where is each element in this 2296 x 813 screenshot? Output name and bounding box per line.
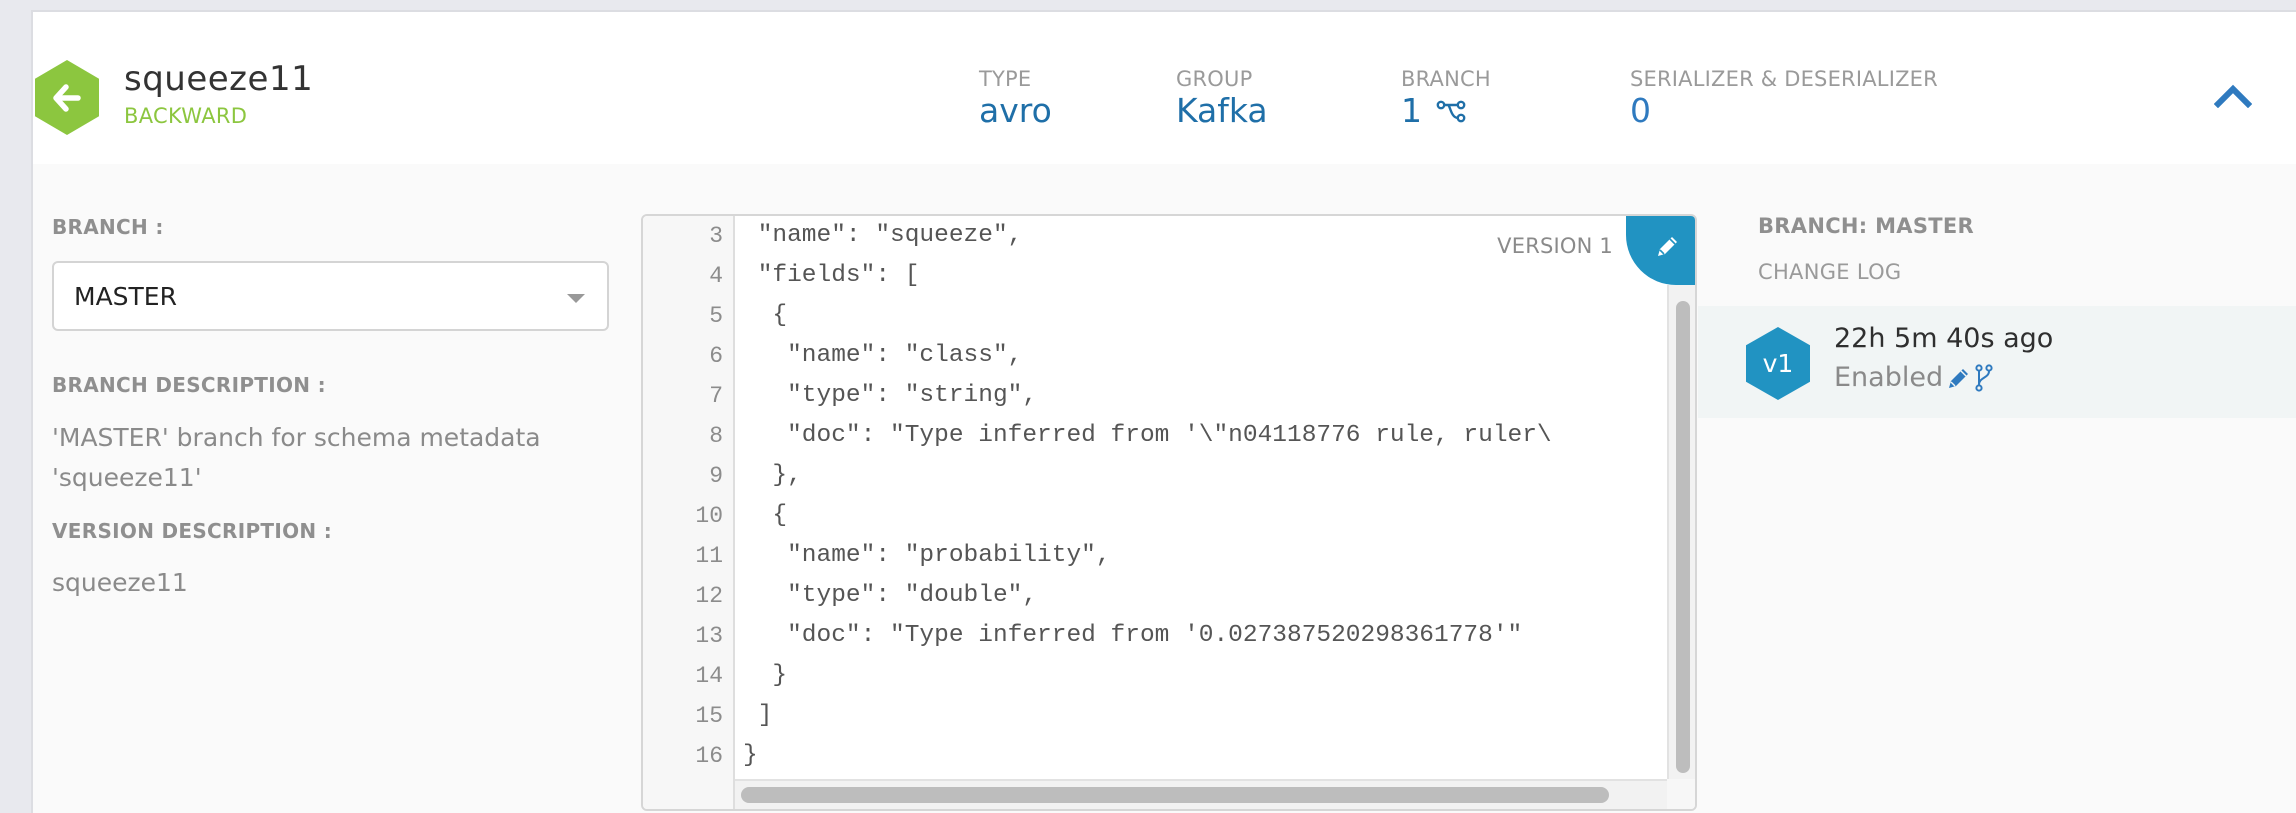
line-number: 7 [709,383,723,409]
stat-type: TYPE avro [979,67,1052,130]
code-line[interactable]: } [743,742,758,769]
line-number: 16 [695,743,723,769]
vertical-scrollbar[interactable] [1667,285,1695,779]
changelog-status: Enabled [1834,362,1944,393]
code-line[interactable]: } [743,662,788,689]
line-number: 9 [709,463,723,489]
vertical-scrollbar-thumb[interactable] [1676,301,1690,773]
edit-version-button[interactable] [1947,366,1971,390]
code-line[interactable]: { [743,502,788,529]
code-line[interactable]: "name": "squeeze", [743,222,1023,249]
version-description-label: VERSION DESCRIPTION : [52,519,333,543]
code-line[interactable]: { [743,302,788,329]
version-label: VERSION 1 [1497,234,1613,258]
stat-branch-label: BRANCH [1401,67,1491,91]
line-number: 6 [709,343,723,369]
stat-group: GROUP Kafka [1176,67,1268,130]
stat-type-value: avro [979,91,1052,130]
branch-label: BRANCH : [52,215,164,239]
stat-type-label: TYPE [979,67,1032,91]
stat-serdes: SERIALIZER & DESERIALIZER 0 [1630,67,1938,130]
stat-group-value: Kafka [1176,91,1268,130]
pencil-icon [1657,236,1677,256]
compatibility-label: BACKWARD [124,104,248,128]
code-line[interactable]: ] [743,702,773,729]
stat-branch-value: 1 [1401,91,1422,130]
line-number: 12 [695,583,723,609]
code-line[interactable]: "doc": "Type inferred from '0.0273875202… [743,622,1523,649]
code-line[interactable]: "doc": "Type inferred from '\"n04118776 … [743,422,1552,449]
code-line[interactable]: "type": "string", [743,382,1038,409]
branch-description-line2: 'squeeze11' [52,463,202,492]
edit-schema-button[interactable] [1626,216,1695,285]
changelog-status-row: Enabled [1834,362,1993,393]
branch-description-label: BRANCH DESCRIPTION : [52,373,326,397]
code-line[interactable]: }, [743,462,802,489]
horizontal-scrollbar[interactable] [735,779,1667,809]
line-number: 13 [695,623,723,649]
stat-serdes-value: 0 [1630,91,1651,130]
caret-down-icon [567,294,585,303]
back-button[interactable] [35,60,99,135]
code-line[interactable]: "name": "probability", [743,542,1111,569]
code-line[interactable]: "type": "double", [743,582,1038,609]
branch-description-line1: 'MASTER' branch for schema metadata [52,423,541,452]
horizontal-scrollbar-thumb[interactable] [741,787,1609,803]
line-number: 3 [709,223,723,249]
line-number: 11 [695,543,723,569]
arrow-left-icon [53,83,81,112]
pencil-icon [1949,368,1969,388]
fork-version-button[interactable] [1975,363,1993,392]
line-number: 10 [695,503,723,529]
line-number: 4 [709,263,723,289]
fork-icon [1975,363,1993,392]
branch-icon [1436,100,1466,122]
changelog-heading: CHANGE LOG [1758,260,1902,284]
branch-select[interactable]: MASTER [52,261,609,331]
line-number: 8 [709,423,723,449]
version-description: squeeze11 [52,568,188,597]
changelog-entry[interactable]: v1 22h 5m 40s ago Enabled [1698,306,2296,418]
version-badge-label: v1 [1762,349,1794,378]
line-number: 15 [695,703,723,729]
changelog-time: 22h 5m 40s ago [1834,323,2054,354]
code-line[interactable]: "name": "class", [743,342,1023,369]
stat-serdes-label: SERIALIZER & DESERIALIZER [1630,67,1938,91]
scrollbar-corner [1667,779,1695,809]
stat-branch: BRANCH 1 [1401,67,1491,130]
code-line[interactable]: "fields": [ [743,262,920,289]
stat-group-label: GROUP [1176,67,1253,91]
line-number: 5 [709,303,723,329]
chevron-up-icon[interactable] [2214,82,2252,108]
schema-code-editor[interactable]: 3 4 5 6 7 8 9 10 11 12 13 14 15 16 "name… [641,214,1697,811]
line-number-gutter: 3 4 5 6 7 8 9 10 11 12 13 14 15 16 [643,216,735,809]
version-badge: v1 [1746,327,1810,400]
schema-header: squeeze11 BACKWARD TYPE avro GROUP Kafka… [31,10,2296,164]
schema-title: squeeze11 [124,59,314,99]
changelog-branch-title: BRANCH: MASTER [1758,214,1975,238]
line-number: 14 [695,663,723,689]
branch-select-value: MASTER [74,281,177,311]
